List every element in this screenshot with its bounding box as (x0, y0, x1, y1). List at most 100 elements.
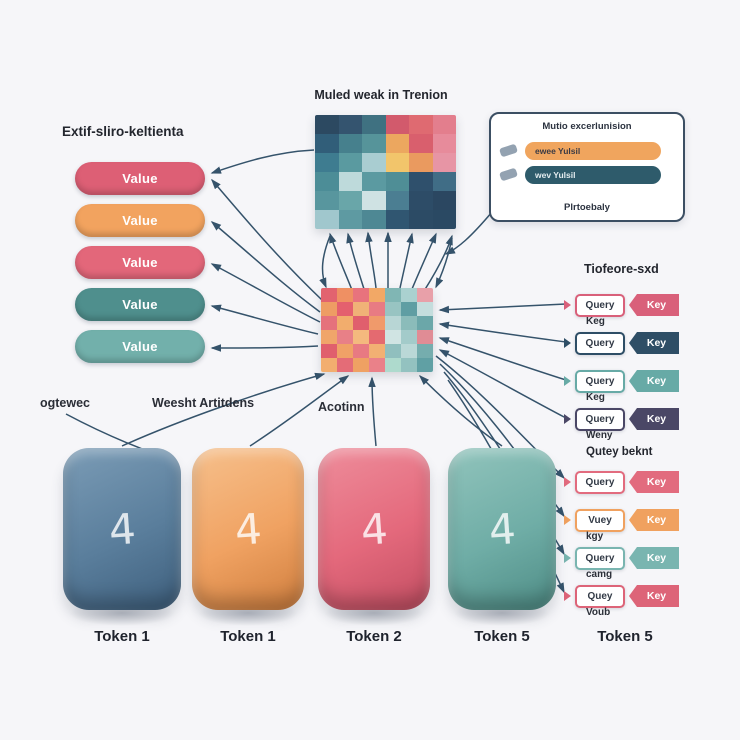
key-tag: Key (629, 509, 679, 531)
key-sub-label: kgy (586, 531, 604, 542)
token-label: Token 2 (346, 628, 402, 645)
token-label: Token 1 (94, 628, 150, 645)
token-glyph: 4 (106, 503, 138, 555)
query-box: Vuey (575, 508, 625, 532)
query-box: Query (575, 331, 625, 355)
matrix-cell (353, 316, 369, 330)
query-box: Quey (575, 584, 625, 608)
query-box: Query (575, 293, 625, 317)
matrix-cell (409, 191, 433, 210)
matrix-cell (385, 288, 401, 302)
query-box: Query (575, 369, 625, 393)
top-attention-matrix (315, 115, 456, 229)
value-pill: Value (75, 288, 205, 321)
query-section-label: Qutey beknt (586, 446, 653, 458)
key-tag: Key (629, 408, 679, 430)
matrix-cell (409, 210, 433, 229)
legend-panel: Mutio excerlunision ewee Yulsil wev Yuls… (489, 112, 685, 222)
matrix-cell (432, 134, 456, 153)
matrix-cell (385, 344, 401, 358)
matrix-cell (338, 134, 362, 153)
matrix-cell (401, 358, 417, 372)
legend-bar-key: wev Yulsil (525, 166, 661, 184)
matrix-cell (321, 302, 337, 316)
matrix-cell (369, 330, 385, 344)
matrix-cell (401, 344, 417, 358)
matrix-cell (369, 344, 385, 358)
matrix-cell (315, 210, 339, 229)
matrix-cell (337, 344, 353, 358)
token-keycap: 4 (63, 448, 181, 610)
matrix-cell (385, 172, 409, 191)
matrix-cell (337, 288, 353, 302)
token-glyph: 4 (232, 503, 264, 555)
token-glyph: 4 (358, 503, 390, 555)
key-tag: Key (629, 370, 679, 392)
matrix-cell (362, 191, 386, 210)
right-column-header: Tiofeore-sxd (584, 262, 659, 276)
chevron-right-icon (564, 414, 571, 424)
matrix-cell (362, 210, 386, 229)
chevron-right-icon (564, 376, 571, 386)
matrix-cell (353, 344, 369, 358)
value-pill: Value (75, 162, 205, 195)
matrix-cell (409, 134, 433, 153)
matrix-cell (369, 316, 385, 330)
chevron-right-icon (564, 553, 571, 563)
chevron-right-icon (564, 300, 571, 310)
chevron-right-icon (564, 515, 571, 525)
mid-label-left: ogtewec (40, 396, 91, 410)
key-sub-label: Keg (586, 316, 605, 327)
mid-label-weight-attention: Weesht Artitdens (152, 396, 255, 410)
matrix-cell (417, 330, 433, 344)
key-tag: Key (629, 585, 679, 607)
matrix-cell (315, 172, 339, 191)
matrix-cell (401, 288, 417, 302)
matrix-cell (362, 172, 386, 191)
diagram-title: Muled weak in Trenion (314, 88, 448, 102)
marker-icon (499, 167, 518, 182)
matrix-cell (353, 302, 369, 316)
legend-panel-caption: Plrtoebaly (564, 202, 610, 213)
matrix-cell (401, 330, 417, 344)
matrix-cell (321, 344, 337, 358)
value-pill: Value (75, 330, 205, 363)
legend-panel-title: Mutio excerlunision (542, 121, 632, 132)
matrix-cell (338, 191, 362, 210)
matrix-cell (353, 330, 369, 344)
chevron-right-icon (564, 591, 571, 601)
matrix-cell (432, 172, 456, 191)
matrix-cell (385, 153, 409, 172)
token-glyph: 4 (486, 503, 518, 555)
matrix-cell (362, 134, 386, 153)
matrix-cell (409, 172, 433, 191)
matrix-cell (432, 191, 456, 210)
key-sub-label: Weny (586, 430, 613, 441)
token-label: Token 1 (220, 628, 276, 645)
matrix-cell (385, 115, 409, 134)
legend-bar-value: ewee Yulsil (525, 142, 661, 160)
matrix-cell (432, 210, 456, 229)
marker-icon (499, 143, 518, 158)
key-sub-label: Voub (586, 607, 611, 618)
matrix-cell (432, 153, 456, 172)
token-keycap: 4 (448, 448, 556, 610)
matrix-cell (315, 153, 339, 172)
matrix-cell (321, 288, 337, 302)
matrix-cell (385, 358, 401, 372)
matrix-cell (337, 302, 353, 316)
matrix-cell (385, 302, 401, 316)
matrix-cell (337, 316, 353, 330)
matrix-cell (385, 210, 409, 229)
self-attention-label: Extif-sliro-keltienta (62, 124, 184, 139)
matrix-cell (362, 115, 386, 134)
matrix-cell (321, 316, 337, 330)
matrix-cell (417, 316, 433, 330)
key-tag: Key (629, 294, 679, 316)
